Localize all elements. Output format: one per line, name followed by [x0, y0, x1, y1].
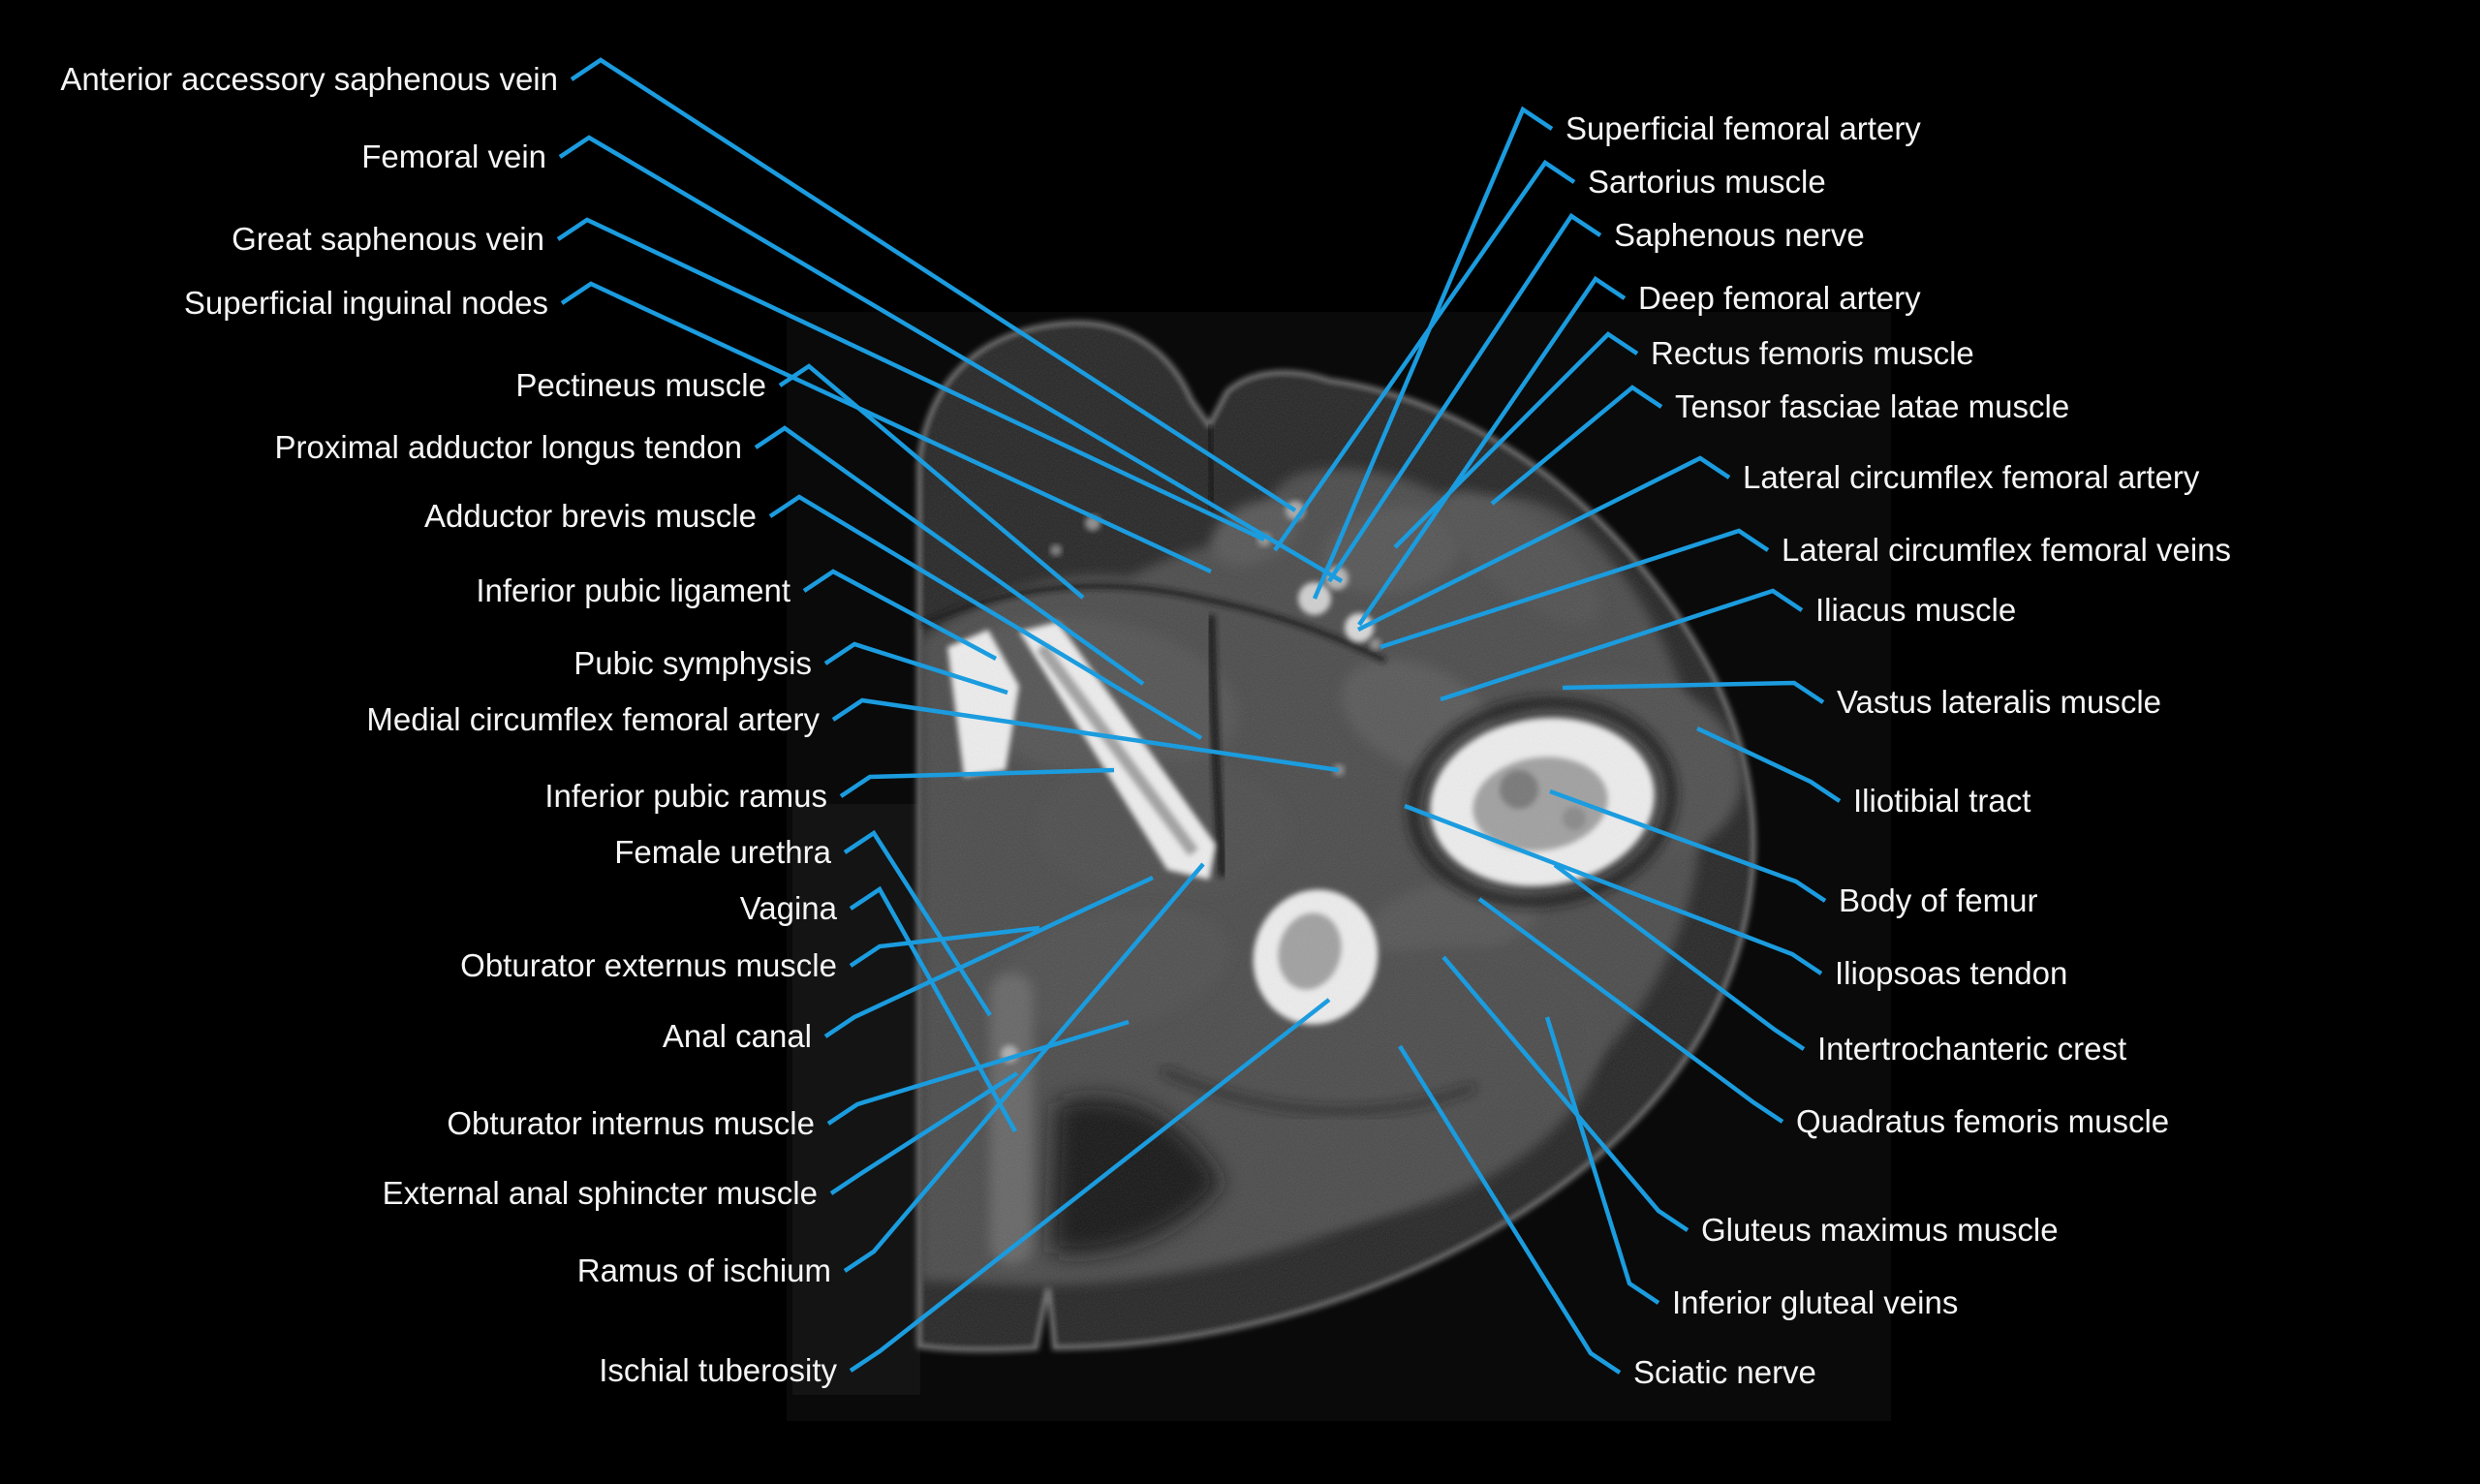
label-great-saphenous-vein: Great saphenous vein: [232, 221, 544, 257]
leader-line-tensor-fasciae-latae-muscle: [1490, 385, 1663, 506]
leader-line-gluteus-maximus-muscle: [1442, 955, 1690, 1232]
leader-line-iliotibial-tract: [1696, 726, 1842, 803]
leader-line-inferior-pubic-ligament: [802, 569, 998, 661]
label-iliotibial-tract: Iliotibial tract: [1853, 783, 2030, 819]
leader-line-femoral-vein: [558, 135, 1344, 583]
label-pubic-symphysis: Pubic symphysis: [574, 645, 812, 681]
leader-line-saphenous-nerve: [1327, 212, 1602, 583]
label-ischial-tuberosity: Ischial tuberosity: [599, 1352, 837, 1388]
label-obturator-externus-muscle: Obturator externus muscle: [460, 947, 837, 983]
leader-line-pectineus-muscle: [778, 363, 1085, 600]
leader-line-superficial-inguinal-nodes: [560, 281, 1212, 574]
label-vagina: Vagina: [740, 890, 838, 926]
leader-line-inferior-gluteal-veins: [1544, 1016, 1660, 1305]
label-medial-circumflex-femoral-artery: Medial circumflex femoral artery: [366, 701, 820, 737]
label-deep-femoral-artery: Deep femoral artery: [1638, 280, 1921, 316]
label-external-anal-sphincter-muscle: External anal sphincter muscle: [383, 1175, 818, 1211]
leader-line-rectus-femoris-muscle: [1393, 331, 1639, 549]
label-ramus-of-ischium: Ramus of ischium: [577, 1252, 831, 1288]
label-inferior-pubic-ligament: Inferior pubic ligament: [476, 572, 790, 608]
label-female-urethra: Female urethra: [614, 834, 831, 870]
leader-line-obturator-externus-muscle: [849, 925, 1040, 968]
leader-line-ischial-tuberosity: [849, 998, 1331, 1373]
label-body-of-femur: Body of femur: [1839, 882, 2037, 918]
label-anterior-accessory-saphenous-vein: Anterior accessory saphenous vein: [60, 61, 558, 97]
leader-line-obturator-internus-muscle: [826, 1019, 1130, 1126]
label-superficial-femoral-artery: Superficial femoral artery: [1566, 110, 1921, 146]
leader-line-anterior-accessory-saphenous-vein: [570, 57, 1297, 512]
leader-line-female-urethra: [843, 829, 992, 1017]
label-lateral-circumflex-femoral-veins: Lateral circumflex femoral veins: [1782, 532, 2231, 568]
label-obturator-internus-muscle: Obturator internus muscle: [447, 1105, 815, 1141]
label-rectus-femoris-muscle: Rectus femoris muscle: [1651, 335, 1974, 371]
label-anal-canal: Anal canal: [663, 1018, 812, 1054]
label-proximal-adductor-longus-tendon: Proximal adductor longus tendon: [275, 429, 742, 465]
label-lateral-circumflex-femoral-artery: Lateral circumflex femoral artery: [1743, 459, 2200, 495]
leader-line-inferior-pubic-ramus: [839, 767, 1115, 798]
label-gluteus-maximus-muscle: Gluteus maximus muscle: [1701, 1212, 2059, 1248]
leader-line-deep-femoral-artery: [1357, 275, 1627, 627]
label-inferior-pubic-ramus: Inferior pubic ramus: [544, 778, 827, 814]
ct-scan: [787, 312, 1891, 1421]
leader-line-vagina: [849, 885, 1017, 1133]
label-sciatic-nerve: Sciatic nerve: [1633, 1354, 1816, 1390]
leader-line-ramus-of-ischium: [843, 862, 1205, 1273]
label-tensor-fasciae-latae-muscle: Tensor fasciae latae muscle: [1675, 388, 2069, 424]
leader-line-superficial-femoral-artery: [1312, 106, 1554, 600]
label-iliopsoas-tendon: Iliopsoas tendon: [1835, 955, 2067, 991]
labels: Anterior accessory saphenous veinFemoral…: [60, 61, 2231, 1390]
leader-line-pubic-symphysis: [823, 641, 1008, 696]
leader-line-quadratus-femoris-muscle: [1477, 897, 1784, 1124]
leader-line-anal-canal: [823, 875, 1154, 1038]
leader-line-body-of-femur: [1549, 788, 1827, 903]
leader-line-lateral-circumflex-femoral-artery: [1356, 455, 1731, 633]
leader-line-vastus-lateralis-muscle: [1562, 680, 1825, 704]
label-femoral-vein: Femoral vein: [361, 139, 546, 174]
label-saphenous-nerve: Saphenous nerve: [1614, 217, 1865, 253]
leader-line-sartorius-muscle: [1273, 159, 1576, 552]
leader-line-great-saphenous-vein: [556, 217, 1265, 542]
leader-line-external-anal-sphincter-muscle: [829, 1071, 1019, 1195]
leader-line-intertrochanteric-crest: [1553, 863, 1806, 1051]
leader-line-adductor-brevis-muscle: [768, 494, 1203, 740]
leader-line-lateral-circumflex-femoral-veins: [1380, 528, 1770, 650]
label-superficial-inguinal-nodes: Superficial inguinal nodes: [184, 285, 548, 321]
leader-line-medial-circumflex-femoral-artery: [831, 697, 1340, 773]
leader-line-iliopsoas-tendon: [1404, 803, 1823, 975]
label-intertrochanteric-crest: Intertrochanteric crest: [1817, 1031, 2126, 1067]
leader-lines: [556, 57, 1842, 1375]
label-inferior-gluteal-veins: Inferior gluteal veins: [1672, 1284, 1958, 1320]
leader-line-proximal-adductor-longus-tendon: [754, 425, 1145, 686]
label-pectineus-muscle: Pectineus muscle: [515, 367, 766, 403]
label-adductor-brevis-muscle: Adductor brevis muscle: [424, 498, 757, 534]
label-iliacus-muscle: Iliacus muscle: [1815, 592, 2016, 628]
leader-line-sciatic-nerve: [1398, 1044, 1622, 1375]
label-quadratus-femoris-muscle: Quadratus femoris muscle: [1796, 1103, 2169, 1139]
label-vastus-lateralis-muscle: Vastus lateralis muscle: [1837, 684, 2161, 720]
label-sartorius-muscle: Sartorius muscle: [1588, 164, 1826, 200]
leader-line-iliacus-muscle: [1440, 588, 1804, 702]
